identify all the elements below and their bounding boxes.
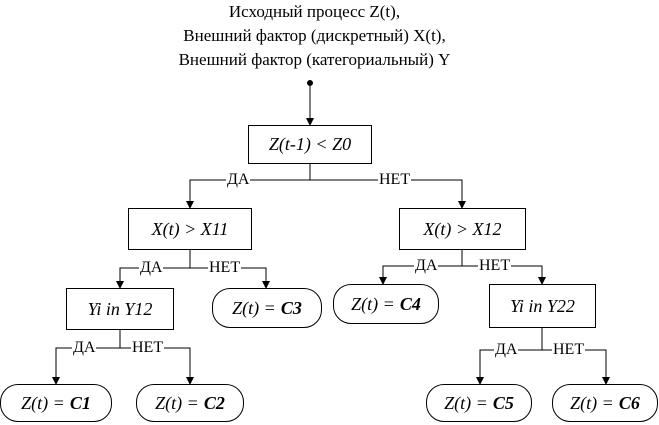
edge-root-no bbox=[310, 179, 466, 209]
label-n5-yes: ДА bbox=[494, 341, 519, 358]
label-n2-yes: ДА bbox=[139, 259, 164, 276]
node-y12-condition: Yi in Y12 bbox=[66, 288, 174, 330]
header-line-2: Внешний фактор (дискретный) X(t), bbox=[183, 26, 446, 45]
leaf-c1: Z(t) =C1 bbox=[0, 384, 112, 422]
leaf-c3-prefix: Z(t) = bbox=[232, 297, 276, 318]
node-x12-condition: X(t) > X12 bbox=[399, 208, 526, 250]
node-root-condition: Z(t-1) < Z0 bbox=[248, 125, 372, 164]
label-root-no: НЕТ bbox=[378, 171, 412, 188]
leaf-c3: Z(t) =C3 bbox=[212, 288, 322, 328]
edge-n5-yes bbox=[476, 349, 542, 385]
leaf-c4-value: C4 bbox=[399, 293, 421, 314]
leaf-c6-prefix: Z(t) = bbox=[570, 392, 614, 413]
label-n3-no: НЕТ bbox=[478, 257, 512, 274]
leaf-c5-prefix: Z(t) = bbox=[444, 392, 488, 413]
edge-n2-yes bbox=[116, 267, 190, 289]
label-n2-no: НЕТ bbox=[208, 259, 242, 276]
edge-root-yes bbox=[186, 179, 310, 209]
leaf-c5: Z(t) =C5 bbox=[426, 384, 532, 422]
leaf-c4: Z(t) =C4 bbox=[333, 284, 439, 324]
label-n5-no: НЕТ bbox=[552, 341, 586, 358]
label-n3-yes: ДА bbox=[414, 257, 439, 274]
leaf-c3-value: C3 bbox=[280, 297, 302, 318]
header-line-1: Исходный процесс Z(t), bbox=[228, 2, 401, 21]
node-y22-condition: Yi in Y22 bbox=[489, 284, 596, 328]
label-root-yes: ДА bbox=[226, 171, 251, 188]
label-n4-no: НЕТ bbox=[131, 339, 165, 356]
leaf-c6-value: C6 bbox=[618, 392, 640, 413]
header-line-3: Внешний фактор (категориальный) Y bbox=[178, 50, 451, 69]
leaf-c2-value: C2 bbox=[203, 392, 225, 413]
leaf-c1-prefix: Z(t) = bbox=[21, 392, 65, 413]
leaf-c2-prefix: Z(t) = bbox=[155, 392, 199, 413]
leaf-c6: Z(t) =C6 bbox=[552, 384, 658, 422]
label-n4-yes: ДА bbox=[72, 339, 97, 356]
edge-n4-yes bbox=[52, 347, 120, 385]
leaf-c5-value: C5 bbox=[492, 392, 514, 413]
leaf-c1-value: C1 bbox=[69, 392, 91, 413]
node-x11-condition: X(t) > X11 bbox=[128, 208, 252, 250]
leaf-c4-prefix: Z(t) = bbox=[351, 293, 395, 314]
leaf-c2: Z(t) =C2 bbox=[136, 384, 244, 422]
